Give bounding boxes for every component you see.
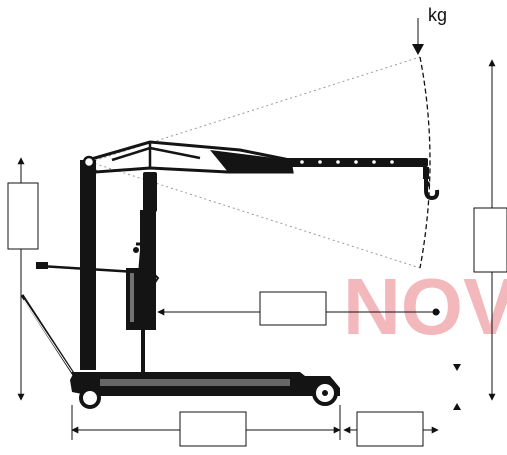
load-arrow-icon	[412, 44, 424, 55]
hook-icon	[423, 167, 440, 201]
leg-length-value-box	[179, 411, 247, 447]
crane-base-leg	[70, 372, 340, 396]
crane-column	[80, 160, 96, 370]
reach-arc	[419, 56, 431, 269]
pivot-pin	[82, 155, 96, 169]
pump-lever	[39, 264, 137, 274]
rear-wheel	[79, 387, 101, 409]
watermark: NOV	[343, 262, 507, 351]
column-height-value-box	[7, 182, 39, 250]
min-height-guide-line	[89, 161, 421, 269]
reach-value-box	[259, 291, 327, 326]
unit-label: kg	[428, 5, 448, 25]
lift-height-value-box	[473, 207, 507, 273]
pump-unit	[126, 268, 146, 330]
crane	[20, 140, 440, 409]
overhang-value-box	[356, 411, 424, 447]
hydraulic-ram-rod	[143, 172, 157, 212]
